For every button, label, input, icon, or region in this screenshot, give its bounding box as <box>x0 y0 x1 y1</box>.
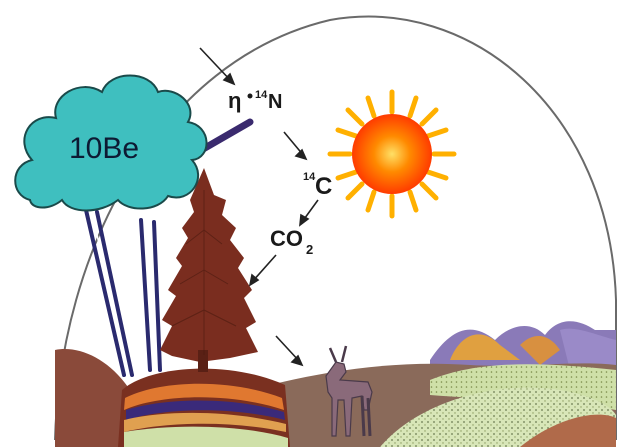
c14-element: C <box>315 173 332 200</box>
tree-icon <box>160 168 258 372</box>
co2-subscript: 2 <box>306 242 313 257</box>
soil-strata <box>118 369 290 447</box>
co2-label: CO <box>270 226 303 251</box>
sun-icon <box>330 92 454 216</box>
bullet-dot <box>248 94 253 99</box>
cloud-10be: 10Be <box>15 76 206 211</box>
cloud-label: 10Be <box>69 132 139 165</box>
n14-mass-number: 14 <box>255 89 268 101</box>
n14-element: N <box>268 91 282 113</box>
left-hill <box>55 349 130 447</box>
neutron-symbol: η <box>228 88 241 113</box>
